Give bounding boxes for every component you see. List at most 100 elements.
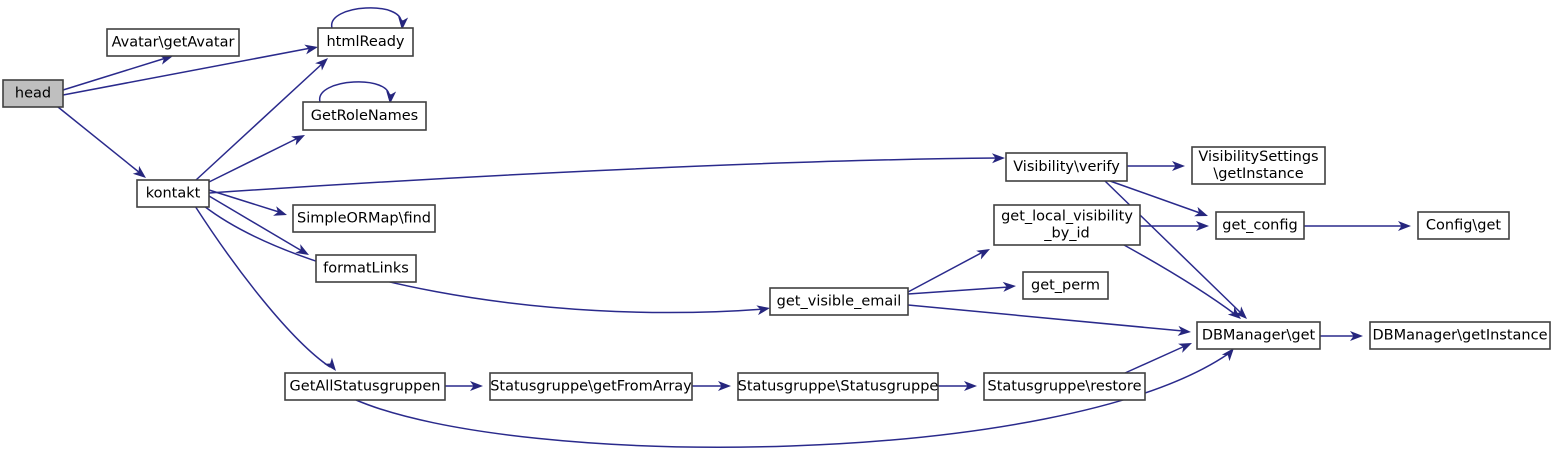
node-kontakt[interactable]: kontakt: [136, 179, 210, 208]
node-label: DBManager\get: [1202, 328, 1316, 344]
node-visibleemail[interactable]: get_visible_email: [769, 287, 909, 316]
edge-visibleemail-to-dbmget: [907, 304, 1191, 336]
node-label: SimpleORMap\find: [297, 211, 431, 227]
edge-line: [331, 7, 402, 29]
node-statusgruppe[interactable]: Statusgruppe\Statusgruppe: [737, 372, 939, 401]
node-label: Visibility\verify: [1013, 159, 1120, 175]
node-box[interactable]: [1022, 271, 1109, 300]
node-getRoleNames[interactable]: GetRoleNames: [302, 101, 427, 131]
arrowhead-icon: [718, 381, 731, 391]
edge-line: [57, 106, 141, 174]
node-box[interactable]: [284, 372, 446, 401]
node-configget[interactable]: Config\get: [1417, 211, 1510, 240]
arrowhead-icon: [295, 244, 309, 255]
node-getallstatus[interactable]: GetAllStatusgruppen: [284, 372, 446, 401]
arrowhead-icon: [1178, 343, 1192, 353]
node-head[interactable]: head: [2, 79, 64, 108]
edge-visibility-to-vissettings: [1127, 161, 1185, 171]
arrowhead-icon: [1177, 325, 1191, 336]
node-getperm[interactable]: get_perm: [1022, 271, 1109, 300]
node-vissettings[interactable]: VisibilitySettings\getInstance: [1191, 146, 1326, 185]
node-box[interactable]: [737, 372, 939, 401]
node-box[interactable]: [1417, 211, 1510, 240]
edge-visibility-to-dbmget: [1104, 180, 1247, 319]
arrowhead-icon: [991, 153, 1005, 164]
node-box[interactable]: [292, 204, 436, 233]
edge-head-to-htmlReady: [62, 44, 318, 96]
node-label: _by_id: [1043, 226, 1090, 242]
arrowhead-icon: [1234, 306, 1247, 319]
edge-line: [1123, 244, 1237, 316]
node-box[interactable]: [1005, 152, 1128, 182]
node-getAvatar[interactable]: Avatar\getAvatar: [106, 28, 240, 57]
node-box[interactable]: [1369, 321, 1551, 350]
node-dbmget[interactable]: DBManager\get: [1196, 321, 1321, 350]
self-loop-htmlReady-to-htmlReady: [331, 7, 409, 30]
edge-restore-to-dbmget: [1124, 343, 1192, 374]
node-box[interactable]: [983, 372, 1146, 401]
node-htmlReady[interactable]: htmlReady: [317, 27, 414, 57]
node-box[interactable]: [136, 179, 210, 208]
arrowhead-icon: [1196, 221, 1209, 231]
edge-kontakt-to-htmlReady: [195, 58, 328, 181]
node-box[interactable]: [106, 28, 240, 57]
node-box[interactable]: [2, 79, 64, 108]
node-visibility[interactable]: Visibility\verify: [1005, 152, 1128, 182]
edge-getconfig-to-configget: [1304, 221, 1411, 231]
node-label: htmlReady: [326, 34, 404, 50]
node-simpleormap[interactable]: SimpleORMap\find: [292, 204, 436, 233]
edge-line: [208, 157, 999, 194]
edge-kontakt-to-formatlinks: [208, 195, 309, 255]
node-label: head: [15, 86, 51, 102]
node-label: DBManager\getInstance: [1372, 328, 1547, 344]
node-label: get_visible_email: [777, 294, 902, 310]
node-label: kontakt: [146, 186, 201, 202]
node-box[interactable]: [317, 27, 414, 57]
nodes-layer: head Avatar\getAvatar htmlReadyGetRoleName…: [2, 27, 1551, 401]
arrowhead-icon: [964, 381, 977, 391]
arrowhead-icon: [159, 55, 173, 65]
node-formatlinks[interactable]: formatLinks: [315, 254, 417, 283]
node-label: VisibilitySettings: [1198, 149, 1318, 165]
edge-getfromarray-to-statusgruppe: [692, 381, 731, 391]
node-restore[interactable]: Statusgruppe\restore: [983, 372, 1146, 401]
arrowhead-icon: [470, 381, 483, 391]
edge-visibility-to-getconfig: [1109, 180, 1208, 217]
edge-head-to-kontakt: [57, 106, 146, 178]
node-label: formatLinks: [323, 261, 409, 277]
arrowhead-icon: [1398, 221, 1411, 231]
node-box[interactable]: [993, 204, 1141, 246]
node-localvis[interactable]: get_local_visibility_by_id: [993, 204, 1141, 246]
edge-line: [208, 189, 280, 213]
node-box[interactable]: [315, 254, 417, 283]
node-box[interactable]: [302, 101, 427, 131]
edge-line: [1109, 180, 1201, 214]
node-label: GetAllStatusgruppen: [290, 379, 441, 395]
arrowhead-icon: [273, 206, 287, 216]
node-getconfig[interactable]: get_config: [1215, 211, 1305, 240]
edges-layer: [57, 7, 1411, 448]
node-label: Avatar\getAvatar: [112, 35, 235, 51]
node-label: get_perm: [1031, 278, 1100, 294]
arrowhead-icon: [398, 16, 409, 30]
edge-line: [907, 251, 984, 293]
edge-statusgruppe-to-restore: [938, 381, 977, 391]
node-label: \getInstance: [1213, 166, 1303, 182]
node-box[interactable]: [1215, 211, 1305, 240]
edge-kontakt-to-visibility: [208, 153, 1005, 194]
edge-getallstatus-to-getfromarray: [445, 381, 483, 391]
edge-kontakt-to-visibleemail: [203, 205, 770, 316]
arrowhead-icon: [324, 357, 336, 371]
node-box[interactable]: [769, 287, 909, 316]
node-dbmgetinst[interactable]: DBManager\getInstance: [1369, 321, 1551, 350]
node-box[interactable]: [1196, 321, 1321, 350]
arrowhead-icon: [1194, 206, 1208, 217]
edge-kontakt-to-getRoleNames: [208, 135, 305, 183]
edge-line: [208, 137, 299, 183]
node-box[interactable]: [489, 372, 693, 401]
node-box[interactable]: [1191, 146, 1326, 185]
arrowhead-icon: [132, 165, 146, 178]
node-getfromarray[interactable]: Statusgruppe\getFromArray: [489, 372, 693, 401]
arrowhead-icon: [976, 249, 990, 260]
